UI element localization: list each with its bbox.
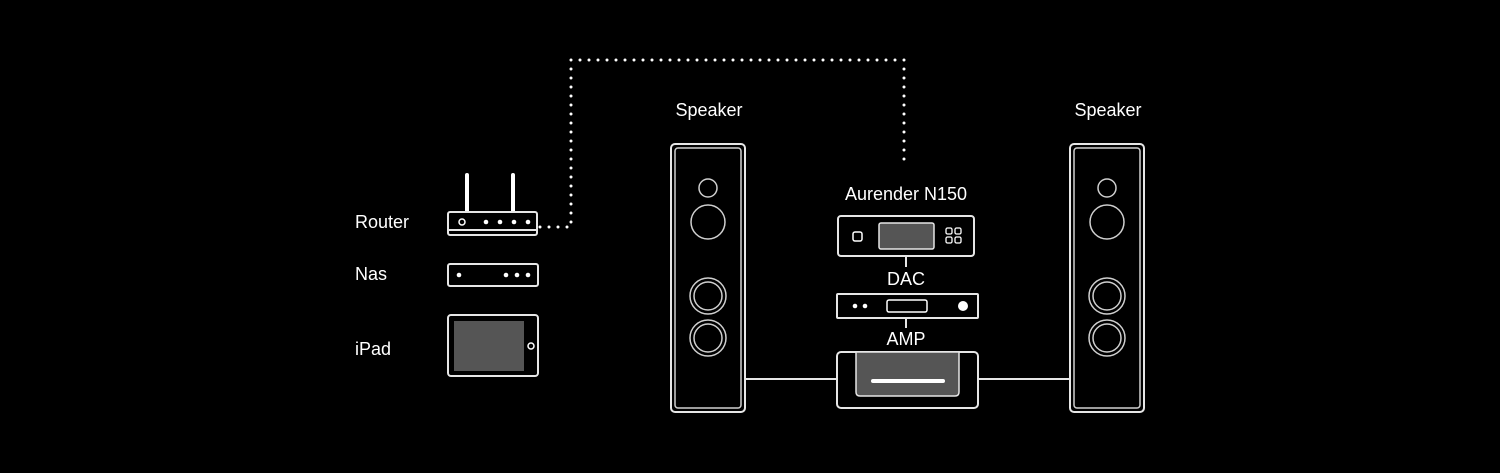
nas-label: Nas — [355, 264, 387, 284]
speaker-right-label: Speaker — [1074, 100, 1141, 120]
speaker-left-icon — [670, 143, 746, 413]
dac-icon — [836, 293, 979, 319]
network-dotted-link — [538, 58, 906, 229]
amp-icon — [836, 351, 979, 409]
dac-label: DAC — [887, 269, 925, 289]
streamer-label: Aurender N150 — [845, 184, 967, 204]
amp-label: AMP — [886, 329, 925, 349]
router-label: Router — [355, 212, 409, 232]
router-icon — [447, 173, 538, 236]
streamer-icon — [837, 215, 975, 257]
ipad-label: iPad — [355, 339, 391, 359]
ipad-icon — [447, 314, 539, 377]
speaker-left-label: Speaker — [675, 100, 742, 120]
nas-icon — [447, 263, 539, 287]
speaker-right-icon — [1069, 143, 1145, 413]
